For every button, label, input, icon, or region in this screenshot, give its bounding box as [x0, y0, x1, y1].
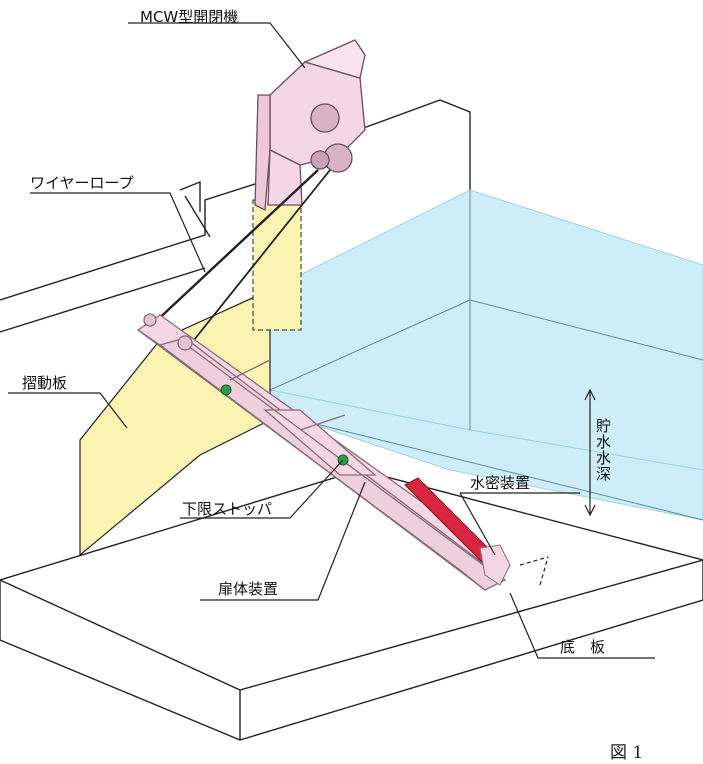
gate-leaf-label: 扉体装置 — [218, 580, 279, 598]
base-plate-label: 底 板 — [560, 638, 606, 656]
watertight-label: 水密装置 — [470, 474, 531, 492]
hoist-machine — [254, 39, 366, 212]
sliding-plate-label: 摺動板 — [22, 374, 68, 392]
figure-label: 図 1 — [610, 743, 644, 763]
wire-rope-label: ワイヤーロープ — [30, 174, 134, 192]
leader-lines — [8, 22, 655, 659]
wire-rope — [151, 169, 319, 326]
sliding-plate — [79, 199, 302, 557]
hoist-label: MCW型開閉機 — [140, 8, 239, 26]
lower-stopper-label: 下限ストッパ — [182, 500, 273, 518]
storage-depth-label: 貯水水深 — [594, 418, 612, 482]
concrete-wall — [0, 99, 471, 333]
lower-stopper-1 — [220, 384, 232, 396]
